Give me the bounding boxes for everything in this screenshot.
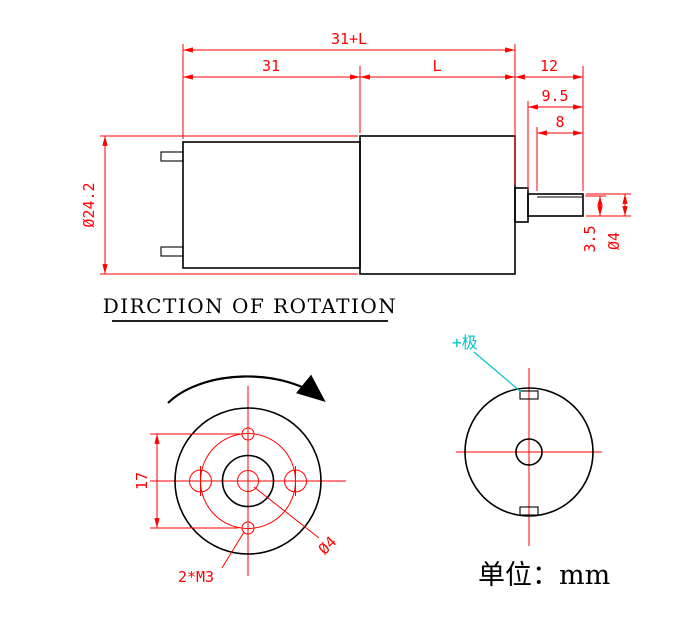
rear-view: +极 [452,333,602,546]
dim-flat-length: 8 [555,113,564,131]
screw-spec-label: 2*M3 [178,568,214,586]
motor-side-view [160,135,584,275]
dim-shaft-diameter: Ø4 [605,232,623,250]
rotation-direction-label: DIRCTION OF ROTATION [103,294,398,318]
rear-face-circle [464,387,594,517]
positive-pole-label: +极 [452,333,478,352]
front-face-circle [174,407,322,555]
dim-body-diameter: Ø24.2 [80,182,98,227]
front-view: 17 2*M3 Ø4 [133,386,346,586]
top-screw-hole [241,427,255,441]
rotation-direction-section: DIRCTION OF ROTATION [103,294,398,404]
shaft-hole-circle [237,470,259,492]
shaft-collar [514,187,529,223]
output-shaft [527,193,584,217]
front-shaft-diameter-label: Ø4 [315,533,341,559]
dim-motor-length: 31 [262,57,280,75]
rear-center-hole [515,438,543,466]
side-view-dimensions: 31+L 31 L 12 9.5 8 Ø24.2 3.5 Ø4 [80,30,631,275]
unit-label: 单位：mm [478,560,610,591]
dim-flat-height: 3.5 [581,225,599,252]
negative-terminal [519,506,539,516]
dim-total-length: 31+L [331,30,367,48]
terminal-tab-bottom [160,246,184,257]
bottom-screw-hole [241,521,255,535]
dim-hole-spacing: 17 [133,472,151,490]
terminal-tab-top [160,151,184,162]
rotation-arrow-icon [167,374,326,404]
polarity-leader-line [473,351,522,393]
dim-shaft-length: 9.5 [541,87,568,105]
dim-shaft-total-length: 12 [540,57,558,75]
dim-gearbox-length: L [432,57,441,75]
hub-circle [221,454,275,508]
positive-terminal [519,390,539,400]
